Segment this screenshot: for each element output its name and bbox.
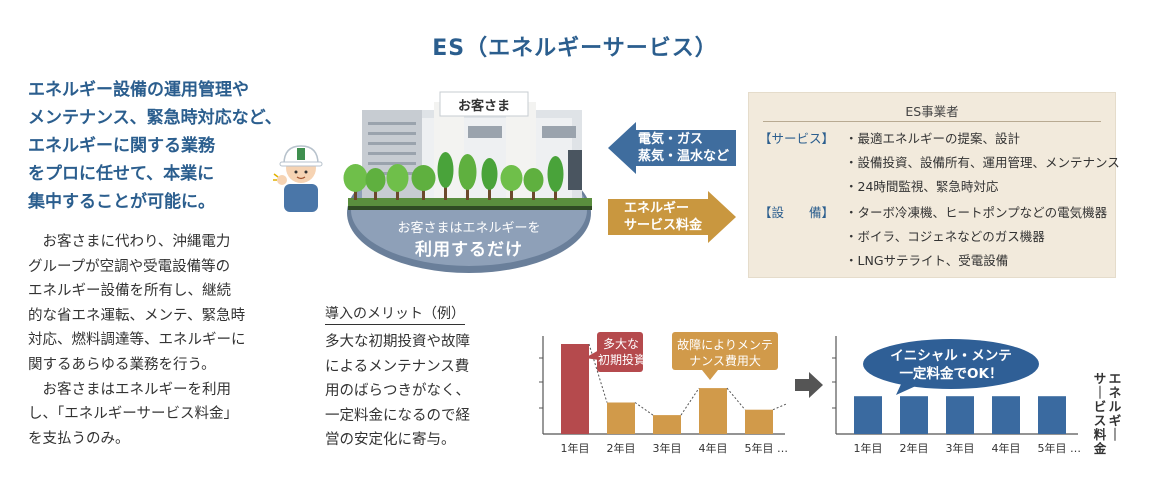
service-label: 【サービス】 [759, 131, 835, 146]
bar [946, 396, 974, 434]
body-line: お客さまはエネルギーを利用 [28, 381, 231, 398]
x-tick-ellipsis: … [1070, 442, 1081, 455]
equipment-item: ・ターボ冷凍機、ヒートポンプなどの電気機器 [845, 205, 1108, 220]
building-caption-line1: お客さまはエネルギーを [397, 221, 541, 236]
merit-line: 用のばらつきがなく、 [325, 383, 470, 400]
x-tick-label: 2年目 [607, 441, 636, 455]
lead-line: エネルギーに関する業務 [28, 136, 215, 156]
x-tick-label: 2年目 [900, 441, 929, 455]
callout-failure-bubble [672, 332, 778, 380]
provider-box: ES事業者 【サービス】 ・最適エネルギーの提案、設計 ・設備投資、設備所有、運… [748, 92, 1120, 278]
body-text: お客さまに代わり、沖縄電力 グループが空調や受電設備等の エネルギー設備を所有し… [28, 230, 298, 451]
x-tick-label: 1年目 [561, 441, 590, 455]
side-label-char: ル [1108, 399, 1122, 414]
side-label-char: サ [1093, 371, 1107, 386]
x-tick-ellipsis: … [777, 442, 788, 455]
fee-arrow-line1: エネルギー [624, 201, 690, 216]
next-arrow-icon [795, 372, 823, 398]
building-illustration [343, 91, 592, 273]
side-label-char: ス [1093, 413, 1107, 428]
lead-line: 集中することが可能に。 [28, 192, 215, 212]
body-line: 関するあらゆる業務を行う。 [28, 356, 216, 373]
bubble-line1: イニシャル・メンテ [890, 348, 1012, 364]
side-label-char: 料 [1093, 427, 1107, 442]
supply-arrow-icon [608, 122, 736, 174]
side-label-char: 金 [1093, 441, 1107, 456]
building-label: お客さま [457, 99, 510, 114]
body-line: グループが空調や受電設備等の [28, 258, 231, 275]
x-tick-label: 4年目 [992, 441, 1021, 455]
x-tick-label: 5年目 [1038, 441, 1067, 455]
page-title: ES（エネルギーサービス） [432, 36, 718, 61]
body-line: エネルギー設備を所有し、継続 [28, 283, 231, 300]
side-label-col1: エネルギ｜ [1108, 372, 1122, 442]
callout-initial-line2: 初期投資 [598, 353, 647, 367]
bar [854, 396, 882, 434]
service-item: ・最適エネルギーの提案、設計 [845, 131, 1021, 146]
body-line: し、「エネルギーサービス料金」 [28, 406, 238, 423]
connector-line [726, 387, 746, 411]
callout-failure-line2: ナンス費用大 [689, 354, 761, 368]
merit-line: 営の安定化に寄与。 [325, 432, 456, 449]
cost-chart-after: 1年目 2年目 3年目 4年目 5年目… [832, 336, 1081, 455]
x-tick-label: 3年目 [653, 441, 682, 455]
lead-line: メンテナンス、緊急時対応など、 [28, 108, 282, 128]
bar [992, 396, 1020, 434]
bar [561, 344, 589, 434]
merit-body: 多大な初期投資や故障 によるメンテナンス費 用のばらつきがなく、 一定料金になる… [325, 330, 470, 453]
side-label-char: ギ [1108, 413, 1122, 428]
worker-icon [273, 145, 323, 212]
flat-fee-bubble [863, 339, 1039, 395]
equipment-item: ・LNGサテライト、受電設備 [845, 253, 1009, 268]
lead-text: エネルギー設備の運用管理や メンテナンス、緊急時対応など、 エネルギーに関する業… [28, 76, 328, 216]
callout-initial-bubble [585, 332, 643, 372]
side-label-char: ビ [1093, 399, 1107, 414]
merit-line: によるメンテナンス費 [325, 358, 470, 375]
side-label-char: ｜ [1093, 385, 1107, 400]
body-line: 対応、燃料調達等、エネルギーに [28, 332, 246, 349]
side-label-char: ｜ [1108, 427, 1122, 442]
body-line: 的な省エネ運転、メンテ、緊急時 [28, 307, 246, 324]
connector-line [634, 402, 654, 416]
merit-line: 一定料金になるので経 [325, 407, 470, 424]
service-item: ・設備投資、設備所有、運用管理、メンテナンス [845, 155, 1120, 170]
x-tick-label: 5年目 [745, 441, 774, 455]
connector-line [772, 403, 788, 411]
bar [900, 396, 928, 434]
bar [699, 388, 727, 434]
lead-line: エネルギー設備の運用管理や [28, 80, 249, 100]
callout-initial-line1: 多大な [602, 337, 639, 351]
bar [745, 409, 773, 434]
bar [1038, 396, 1066, 434]
body-line: を支払うのみ。 [28, 430, 130, 447]
x-tick-label: 1年目 [854, 441, 883, 455]
fee-arrow-icon [608, 191, 736, 243]
provider-title: ES事業者 [905, 104, 959, 119]
fee-arrow-line2: サービス料金 [624, 218, 703, 233]
building-caption-line2: 利用するだけ [415, 240, 523, 260]
side-label-col2: サ｜ビス料金 [1093, 372, 1107, 456]
bubble-line2: 一定料金でOK！ [899, 366, 1003, 382]
bar [607, 402, 635, 434]
side-label-char: ネ [1108, 385, 1122, 400]
supply-arrow-line1: 電気・ガス [638, 132, 704, 147]
x-tick-label: 3年目 [946, 441, 975, 455]
supply-arrow-line2: 蒸気・温水など [638, 149, 730, 164]
x-tick-label: 4年目 [699, 441, 728, 455]
cost-chart-before: 1年目 2年目 3年目 4年目 5年目… [539, 336, 788, 455]
side-label-char: エ [1108, 371, 1122, 386]
callout-failure-line1: 故障によりメンテ [677, 338, 773, 352]
lead-line: をプロに任せて、本業に [28, 164, 215, 184]
body-line: お客さまに代わり、沖縄電力 [28, 234, 231, 250]
connector-line [680, 387, 700, 416]
merit-line: 多大な初期投資や故障 [325, 334, 470, 350]
service-item: ・24時間監視、緊急時対応 [845, 179, 999, 194]
equipment-item: ・ボイラ、コジェネなどのガス機器 [845, 229, 1045, 244]
provider-divider [763, 121, 1101, 122]
merit-heading: 導入のメリット（例） [325, 303, 465, 325]
bar [653, 415, 681, 434]
equipment-label: 【設 備】 [759, 205, 835, 220]
